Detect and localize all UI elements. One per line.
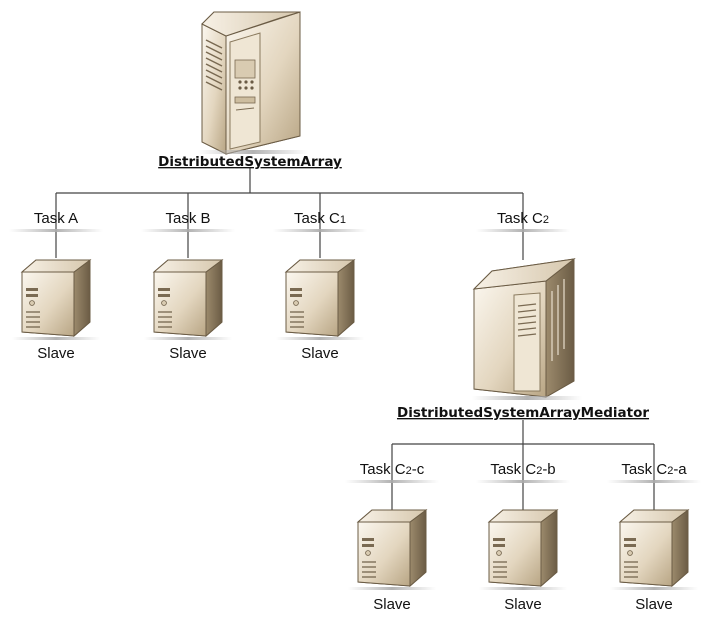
slave-server-icon [284,259,356,338]
tower-server-icon [198,11,308,155]
slave-label: Slave [37,345,75,362]
mediator-node-title: DistributedSystemArrayMediator [397,405,649,421]
task-label: Task C2-c [345,461,439,483]
root-node-title: DistributedSystemArray [158,154,342,170]
slave-label: Slave [373,596,411,613]
slave-label: Slave [169,345,207,362]
task-label-text: Task C2 [497,210,549,227]
slave-server-icon [618,509,690,588]
task-label: Task C2 [476,210,570,232]
task-label: Task C2-b [476,461,570,483]
slave-server-icon [152,259,224,338]
task-label-text: Task C2-a [621,461,687,478]
slave-server-icon [20,259,92,338]
slave-server-icon [487,509,559,588]
task-label: Task A [9,210,103,232]
task-label: Task C2-a [607,461,701,483]
task-label-text: Task A [34,210,78,227]
tower-server-icon [472,257,582,400]
task-label: Task C1 [273,210,367,232]
task-label: Task B [141,210,235,232]
slave-label: Slave [504,596,542,613]
slave-server-icon [356,509,428,588]
task-label-text: Task B [165,210,210,227]
task-label-text: Task C1 [294,210,346,227]
slave-label: Slave [635,596,673,613]
slave-label: Slave [301,345,339,362]
task-label-text: Task C2-b [490,461,555,478]
task-label-text: Task C2-c [360,461,425,478]
